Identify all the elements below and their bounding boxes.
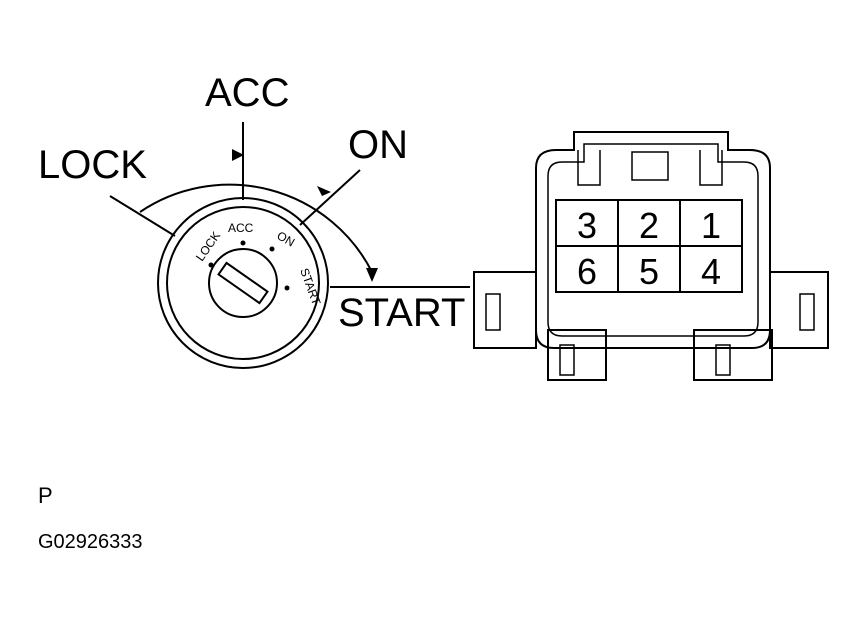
connector-latch [631, 151, 669, 181]
connector: 3 2 1 6 5 4 [473, 131, 829, 381]
lock-leader-line [109, 195, 176, 237]
connector-right-foot [693, 329, 773, 381]
rotation-arc [139, 183, 373, 273]
pin-6: 6 [577, 251, 597, 292]
on-leader-line [299, 169, 361, 226]
connector-lock-guides [577, 150, 723, 186]
acc-label: ACC [205, 71, 289, 115]
right-foot-slot [715, 344, 731, 376]
pin-4: 4 [701, 251, 721, 292]
on-position-dot [269, 246, 275, 252]
switch-outer-ring [157, 197, 329, 369]
on-label: ON [348, 123, 408, 167]
lock-position-dot [208, 262, 214, 268]
lock-label: LOCK [38, 143, 147, 187]
pin-2: 2 [639, 205, 659, 246]
key-slot [217, 261, 269, 305]
pin-5: 5 [639, 251, 659, 292]
ignition-switch: LOCK ACC ON START ACC LOCK ON START [38, 71, 470, 369]
acc-arrowhead [232, 149, 244, 161]
start-arrowhead [366, 268, 378, 282]
dial-label-acc: ACC [228, 221, 254, 235]
pin-3: 3 [577, 205, 597, 246]
pin-1: 1 [701, 205, 721, 246]
left-flange-slot [485, 293, 501, 331]
connector-right-flange [769, 271, 829, 349]
key-cylinder [208, 248, 278, 318]
right-flange-slot [799, 293, 815, 331]
switch-inner-ring [166, 206, 320, 360]
connector-left-flange [473, 271, 537, 349]
connector-left-foot [547, 329, 607, 381]
start-label: START [338, 291, 465, 335]
connector-housing [535, 131, 771, 349]
on-arrowhead [317, 186, 331, 196]
acc-position-dot [240, 240, 246, 246]
caption-letter: P [38, 483, 53, 508]
connector-inner-wall [547, 143, 759, 337]
dial-label-on: ON [275, 228, 298, 249]
start-position-dot [284, 285, 290, 291]
caption-code: G02926333 [38, 531, 143, 553]
left-foot-slot [559, 344, 575, 376]
